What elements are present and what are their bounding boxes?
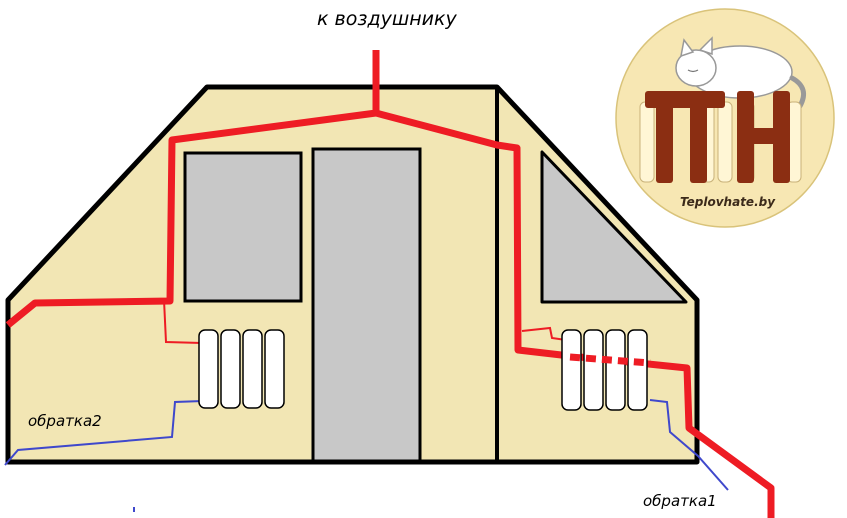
sleeping-cat-on-radiator-icon	[639, 36, 807, 183]
radiator-section	[220, 329, 241, 409]
teplovhate-logo: Teplovhate.by	[615, 8, 835, 228]
door	[311, 147, 422, 463]
supply-pipe-main	[5, 50, 380, 328]
supply-pipe-through-radiator	[569, 353, 651, 367]
return-pipe-1	[649, 399, 729, 491]
radiator-section	[198, 329, 219, 409]
logo-site-text: Teplovhate.by	[680, 195, 776, 209]
radiator-section	[627, 329, 648, 411]
left-window	[183, 151, 303, 303]
air-vent-label: к воздушнику	[317, 8, 457, 30]
supply-branch-left-radiator	[163, 299, 203, 344]
right-window	[540, 150, 688, 304]
return-1-label: обратка1	[643, 492, 717, 510]
radiator-section	[242, 329, 263, 409]
logo-monogram	[645, 91, 790, 183]
left-radiator	[198, 329, 285, 409]
return-pipe-2	[4, 400, 204, 466]
radiator-section	[561, 329, 582, 411]
return-2-label: обратка2	[28, 412, 102, 430]
radiator-section	[605, 329, 626, 411]
supply-branch-right-radiator	[521, 326, 567, 341]
radiator-section	[264, 329, 285, 409]
right-radiator	[561, 329, 648, 411]
radiator-section	[583, 329, 604, 411]
